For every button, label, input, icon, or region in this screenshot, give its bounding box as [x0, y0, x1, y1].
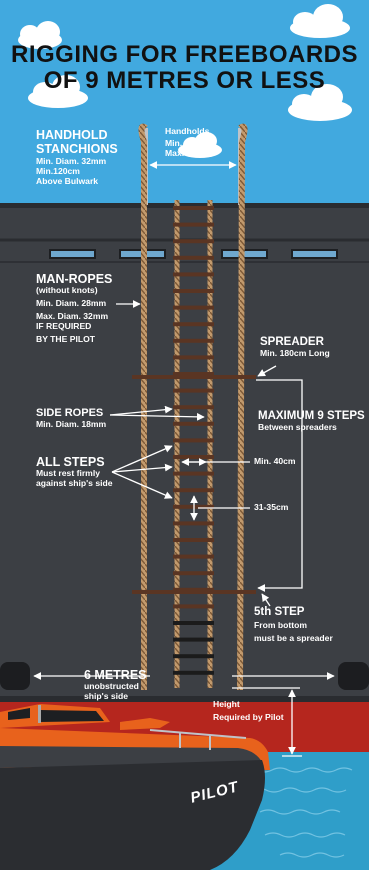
spreader-line1: Min. 180cm Long: [260, 348, 330, 359]
ladder-step: [173, 521, 214, 526]
ladder-steps: [173, 206, 214, 675]
all-steps-line1: Must rest firmly: [36, 468, 100, 479]
cloud-icon: [288, 84, 352, 121]
six-metres-heading: 6 METRES: [84, 668, 147, 682]
handhold-stanchions-heading2: STANCHIONS: [36, 142, 118, 157]
ladder-step: [173, 554, 214, 559]
handhold-stanchions-line1: Min. Diam. 32mm: [36, 155, 107, 166]
all-steps-heading: ALL STEPS: [36, 455, 105, 469]
spreader-lower: [132, 590, 256, 594]
ladder-step: [173, 355, 214, 360]
height-line1: Height: [213, 699, 240, 709]
side-ropes-label: SIDE ROPES Min. Diam. 18mm: [36, 407, 106, 430]
maximum-steps-label: MAXIMUM 9 STEPS Between spreaders: [258, 410, 365, 433]
bulwark-top: [0, 203, 369, 208]
ladder-step: [173, 438, 214, 443]
handholds-label: Handholds Min. 70cm Max. 80cm: [165, 126, 210, 159]
ladder-step: [173, 338, 214, 343]
ladder-step: [173, 206, 214, 210]
height-line2: Required by Pilot: [213, 711, 284, 722]
maximum-steps-heading: MAXIMUM 9 STEPS: [258, 410, 365, 422]
man-ropes-line1: (without knots): [36, 285, 98, 296]
ladder-step: [173, 405, 214, 410]
handholds-line3: Max. 80cm: [165, 147, 209, 158]
all-steps-line2: against ship's side: [36, 478, 113, 489]
ladder-step: [173, 322, 214, 327]
height-label: Height Required by Pilot: [213, 699, 284, 723]
ladder-step: [173, 272, 214, 277]
ladder-step: [173, 471, 214, 476]
man-ropes-line4: IF REQUIRED: [36, 321, 92, 331]
ladder-step: [173, 388, 214, 393]
man-ropes-line3: Max. Diam. 32mm: [36, 311, 109, 322]
handhold-stanchions-heading1: HANDHOLD: [36, 128, 108, 142]
min-40cm-label: Min. 40cm: [254, 456, 296, 466]
ladder-step: [173, 289, 214, 293]
ladder-step: [173, 604, 214, 609]
spreader-label: SPREADER Min. 180cm Long: [260, 336, 330, 359]
cloud-icon: [290, 4, 350, 38]
fifth-step-heading: 5th STEP: [254, 606, 305, 618]
step-spacing-label: 31-35cm: [254, 502, 289, 512]
man-rope-right: [237, 123, 248, 691]
six-metres-line1: unobstructed: [84, 681, 139, 692]
handhold-stanchions-line3: Above Bulwark: [36, 175, 99, 186]
ladder-step: [173, 239, 214, 244]
ladder-step: [173, 222, 214, 227]
cloud-icon: [28, 75, 88, 108]
man-ropes-label: MAN-ROPES (without knots) Min. Diam. 28m…: [36, 272, 112, 345]
side-ropes-heading: SIDE ROPES: [36, 407, 104, 419]
man-ropes-heading: MAN-ROPES: [36, 272, 113, 286]
ladder-step: [173, 421, 214, 426]
spreader-upper: [132, 375, 256, 379]
pilot-boat: [0, 704, 270, 870]
spreader-heading: SPREADER: [260, 336, 324, 348]
ladder-step: [173, 637, 214, 642]
fender-left: [0, 662, 30, 690]
handholds-line1: Handholds: [165, 126, 210, 136]
man-rope-left: [138, 123, 148, 690]
cloud-icon: [178, 132, 222, 158]
handholds-line2: Min. 70cm: [165, 137, 207, 148]
ladder-step: [173, 488, 214, 493]
cloud-icon: [18, 21, 62, 49]
fifth-step-line2: must be a spreader: [254, 633, 333, 644]
fifth-step-label: 5th STEP From bottom must be a spreader: [254, 606, 333, 644]
fifth-step-line1: From bottom: [254, 620, 307, 631]
six-metres-line2: ship's side: [84, 691, 129, 702]
maximum-steps-line1: Between spreaders: [258, 422, 337, 433]
handhold-stanchions-line2: Min.120cm: [36, 165, 80, 176]
page-title: RIGGING FOR FREEBOARDS: [10, 41, 358, 68]
ladder-step: [173, 538, 214, 542]
six-metres-label: 6 METRES unobstructed ship's side: [84, 668, 147, 702]
ladder-step: [173, 571, 214, 576]
all-steps-label: ALL STEPS Must rest firmly against ship'…: [36, 455, 113, 489]
page-subtitle: OF 9 METRES OR LESS: [43, 67, 326, 94]
ladder-step: [173, 455, 214, 459]
ladder-step: [173, 255, 214, 260]
ladder-step: [173, 670, 214, 675]
man-ropes-line5: BY THE PILOT: [36, 333, 96, 344]
side-ropes-line1: Min. Diam. 18mm: [36, 418, 107, 429]
ladder-step: [173, 654, 214, 659]
ladder-step: [173, 621, 214, 625]
fender-right: [338, 662, 369, 690]
handhold-stanchions-label: HANDHOLD STANCHIONS Min. Diam. 32mm Min.…: [36, 128, 118, 186]
ladder-step: [173, 372, 214, 376]
man-ropes-line2: Min. Diam. 28mm: [36, 298, 107, 309]
ladder-step: [173, 587, 214, 592]
ladder-step: [173, 305, 214, 310]
ship-hull: [0, 205, 369, 735]
